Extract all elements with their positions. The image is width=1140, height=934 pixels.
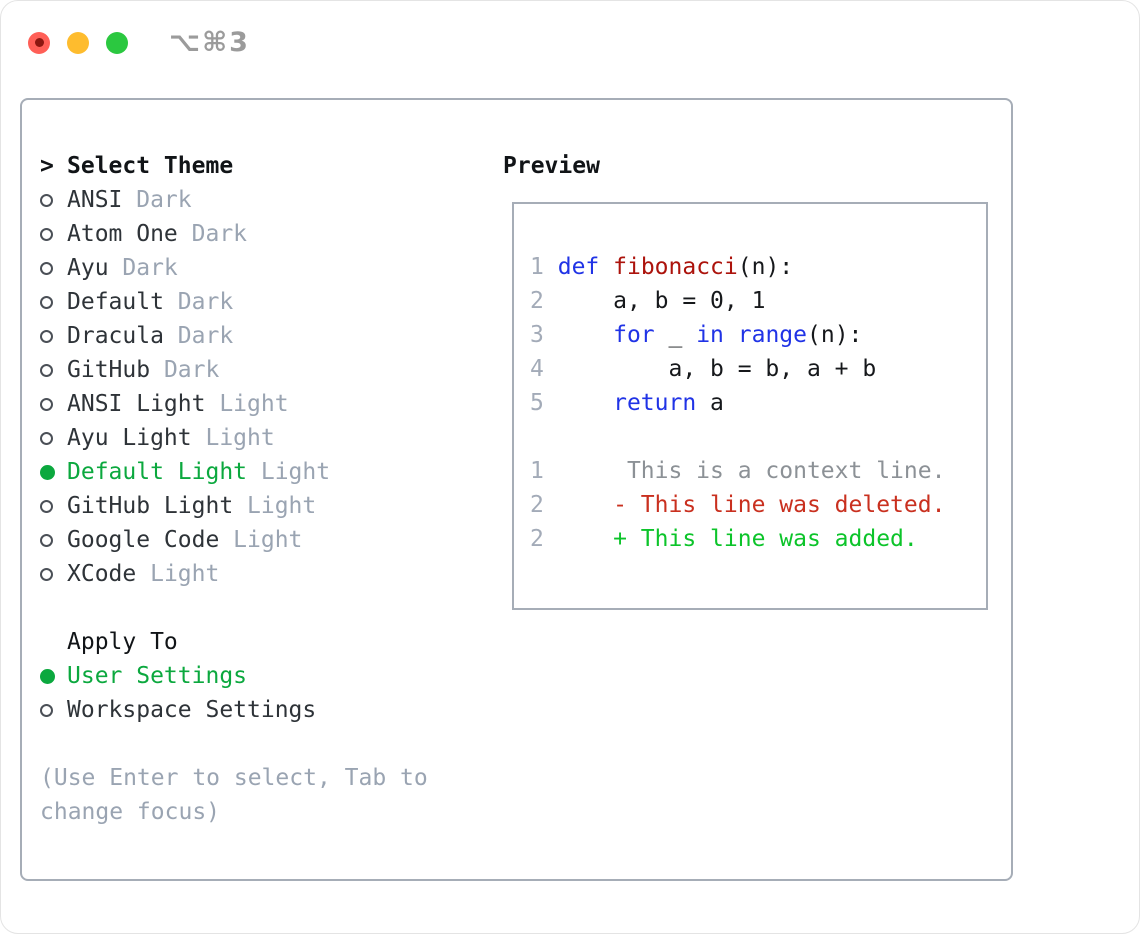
theme-name: Default Light: [67, 459, 248, 485]
theme-option-ayu-light-light[interactable]: Ayu Light Light: [40, 421, 485, 455]
apply-option-workspace-settings[interactable]: Workspace Settings: [40, 693, 485, 727]
code-preview: 1 def fibonacci(n): 2 a, b = 0, 1 3 for _ …: [514, 204, 986, 556]
theme-name: ANSI Light: [67, 391, 206, 417]
preview-column: Preview 1 def fibonacci(n): 2 a, b = 0, 1…: [503, 149, 988, 610]
theme-variant-label: Dark: [163, 357, 220, 383]
preview-box: 1 def fibonacci(n): 2 a, b = 0, 1 3 for _ …: [512, 202, 988, 610]
theme-variant-label: Light: [150, 561, 220, 587]
line-number: 2: [530, 288, 544, 314]
theme-name: ANSI: [67, 187, 123, 213]
radio-icon: [40, 533, 53, 547]
theme-variant-label: Light: [219, 391, 289, 417]
diff-line-context: 1 This is a context line.: [530, 458, 946, 484]
section-gap: [40, 591, 485, 625]
theme-name: Google Code: [67, 527, 220, 553]
radio-icon: [40, 499, 53, 513]
close-button[interactable]: [28, 31, 50, 54]
line-number: 2: [530, 526, 544, 552]
apply-to-header: Apply To: [40, 625, 485, 659]
theme-option-xcode-light[interactable]: XCode Light: [40, 557, 485, 591]
line-number: 2: [530, 492, 544, 518]
theme-option-github-light-light[interactable]: GitHub Light Light: [40, 489, 485, 523]
theme-name: Dracula: [67, 323, 164, 349]
theme-option-ansi-dark[interactable]: ANSI Dark: [40, 183, 485, 217]
theme-variant-label: Light: [205, 425, 275, 451]
minimize-button[interactable]: [67, 31, 89, 54]
window-titlebar: ⌥⌘3: [28, 27, 250, 58]
radio-icon: [40, 431, 53, 445]
code-line: 3 for _ in range(n):: [530, 322, 863, 348]
radio-icon: [40, 261, 53, 275]
theme-option-default-light-light[interactable]: Default Light Light: [40, 455, 485, 489]
theme-variant-label: Dark: [122, 255, 178, 281]
theme-name: Atom One: [67, 221, 178, 247]
theme-name: Ayu: [67, 255, 109, 281]
theme-option-google-code-light[interactable]: Google Code Light: [40, 523, 485, 557]
theme-variant-label: Light: [260, 459, 331, 485]
window-shortcut-label: ⌥⌘3: [169, 27, 250, 58]
apply-option-user-settings[interactable]: User Settings: [40, 659, 485, 693]
theme-name: XCode: [67, 561, 137, 587]
close-dot-icon: [34, 38, 44, 47]
theme-variant-label: Dark: [191, 221, 248, 247]
theme-option-dracula-dark[interactable]: Dracula Dark: [40, 319, 485, 353]
theme-option-ansi-light-light[interactable]: ANSI Light Light: [40, 387, 485, 421]
help-text: (Use Enter to select, Tab to change focu…: [40, 765, 428, 825]
blank-line: [530, 420, 986, 454]
theme-option-ayu-dark[interactable]: Ayu Dark: [40, 251, 485, 285]
code-line: 1 def fibonacci(n):: [530, 254, 794, 280]
theme-name: Default: [67, 289, 164, 315]
radio-selected-icon: [40, 464, 55, 480]
diff-line-added: 2 + This line was added.: [530, 526, 918, 552]
select-theme-title: Select Theme: [67, 153, 234, 179]
line-number: 5: [530, 390, 544, 416]
radio-icon: [40, 329, 53, 343]
theme-name: GitHub Light: [67, 493, 234, 519]
theme-name: Ayu Light: [67, 425, 192, 451]
apply-option-label: User Settings: [67, 663, 248, 689]
radio-icon: [40, 227, 53, 241]
theme-option-default-dark[interactable]: Default Dark: [40, 285, 485, 319]
select-theme-header: > Select Theme: [40, 149, 485, 183]
apply-to-title: Apply To: [67, 629, 178, 655]
theme-option-github-dark[interactable]: GitHub Dark: [40, 353, 485, 387]
radio-icon: [40, 397, 53, 411]
line-number: 1: [530, 254, 544, 280]
zoom-button[interactable]: [106, 31, 128, 54]
radio-icon: [40, 567, 53, 581]
diff-line-deleted: 2 - This line was deleted.: [530, 492, 946, 518]
theme-name: GitHub: [67, 357, 151, 383]
theme-variant-label: Dark: [177, 323, 234, 349]
line-number: 3: [530, 322, 544, 348]
theme-variant-label: Light: [233, 527, 303, 553]
radio-selected-icon: [40, 668, 55, 684]
radio-icon: [40, 703, 53, 717]
theme-variant-label: Dark: [136, 187, 192, 213]
radio-icon: [40, 295, 53, 309]
apply-option-label: Workspace Settings: [67, 697, 317, 723]
radio-icon: [40, 363, 53, 377]
theme-variant-label: Light: [247, 493, 317, 519]
prompt-icon: >: [40, 153, 54, 179]
theme-option-atom-one-dark[interactable]: Atom One Dark: [40, 217, 485, 251]
code-line: 2 a, b = 0, 1: [530, 288, 766, 314]
code-line: 4 a, b = b, a + b: [530, 356, 877, 382]
radio-icon: [40, 193, 53, 207]
line-number: 4: [530, 356, 544, 382]
preview-title: Preview: [503, 153, 600, 179]
code-line: 5 return a: [530, 390, 724, 416]
line-number: 1: [530, 458, 544, 484]
theme-variant-label: Dark: [177, 289, 234, 315]
